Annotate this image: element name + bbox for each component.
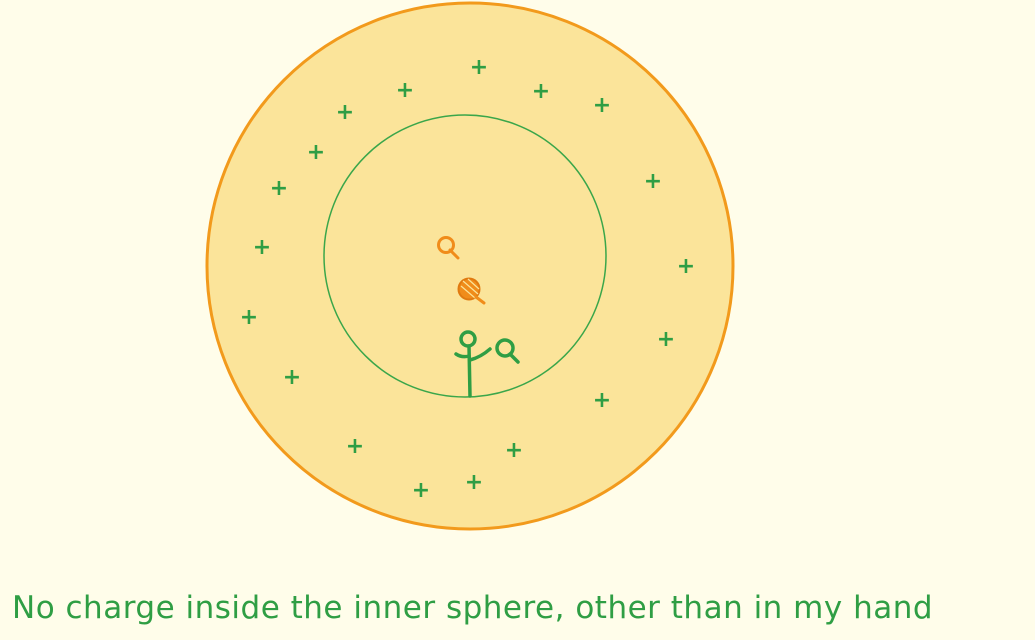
person-arm-right	[468, 347, 492, 362]
person-body	[467, 344, 472, 398]
plus-charge: +	[657, 327, 675, 352]
plus-charge: +	[346, 434, 364, 459]
plus-charge: +	[593, 93, 611, 118]
charge-in-hand-icon	[495, 338, 520, 364]
plus-charge: +	[505, 438, 523, 463]
person-arm-left	[454, 352, 471, 359]
diagram-caption: No charge inside the inner sphere, other…	[12, 590, 933, 626]
orange-charge-outline	[437, 236, 460, 260]
plus-charge: +	[532, 79, 550, 104]
plus-charge: +	[253, 235, 271, 260]
inner-sphere	[323, 114, 607, 398]
plus-charge: +	[283, 365, 301, 390]
plus-charge: +	[270, 176, 288, 201]
plus-charge: +	[396, 78, 414, 103]
stick-figure-person	[454, 330, 492, 398]
positive-charges: + + + + + + + + + + + + + + + + + +	[240, 55, 695, 503]
plus-charge: +	[593, 388, 611, 413]
plus-charge: +	[412, 478, 430, 503]
plus-charge: +	[465, 470, 483, 495]
plus-charge: +	[677, 254, 695, 279]
plus-charge: +	[644, 169, 662, 194]
plus-charge: +	[307, 140, 325, 165]
plus-charge: +	[240, 305, 258, 330]
plus-charge: +	[470, 55, 488, 80]
plus-charge: +	[336, 100, 354, 125]
outer-sphere	[205, 1, 735, 531]
orange-charge-filled	[457, 277, 486, 305]
